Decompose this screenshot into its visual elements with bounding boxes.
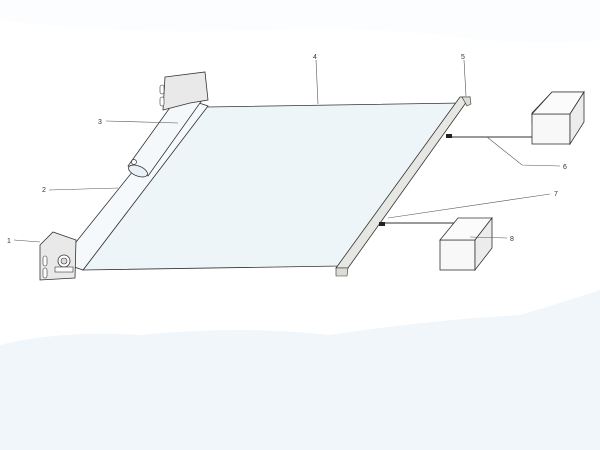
callout-6: 6 <box>563 164 567 171</box>
end-bracket <box>39 231 77 281</box>
callout-4: 4 <box>313 54 317 61</box>
callout-2: 2 <box>42 187 46 194</box>
leader-lines <box>13 59 561 243</box>
load-bar <box>335 96 472 277</box>
callout-3: 3 <box>98 119 102 126</box>
top-bracket <box>159 71 209 111</box>
connector-lower <box>379 222 385 226</box>
callout-7: 7 <box>554 191 558 198</box>
callout-8: 8 <box>510 236 514 243</box>
connector-upper <box>446 134 452 138</box>
callout-5: 5 <box>461 54 465 61</box>
callout-1: 1 <box>7 238 11 245</box>
control-box-lower <box>439 216 493 272</box>
control-box-upper <box>531 90 585 146</box>
